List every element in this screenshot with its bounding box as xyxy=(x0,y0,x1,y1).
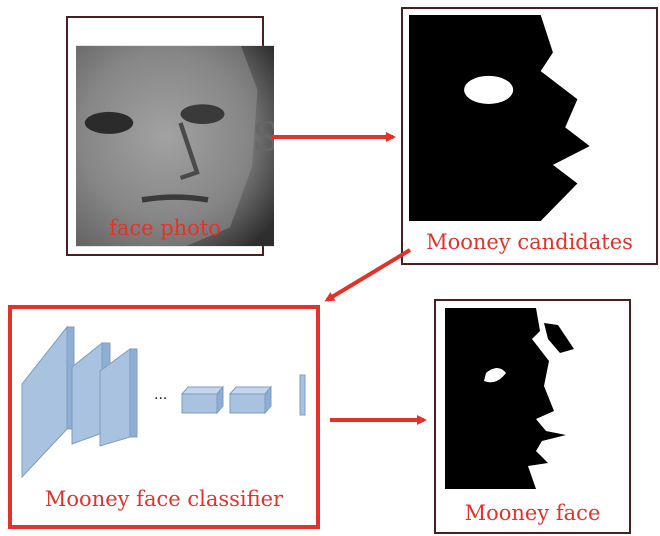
candidate-thumbnail xyxy=(409,15,654,221)
cnn-layer-3 xyxy=(99,348,138,447)
candidates-grid xyxy=(409,15,654,221)
mooney-face-classifier-label: Mooney face classifier xyxy=(44,487,284,511)
mooney-face-node: Mooney face xyxy=(434,299,631,534)
ellipsis-text: ... xyxy=(154,387,168,403)
cnn-layers-diagram xyxy=(21,325,306,479)
face-photo-node: S face photo xyxy=(66,16,274,256)
mooney-face-classifier-node: ... Mooney face classifier xyxy=(8,305,320,529)
face-photo-label: face photo xyxy=(109,216,221,240)
mooney-candidates-node: Mooney candidates xyxy=(401,7,658,265)
mooney-candidates-label: Mooney candidates xyxy=(426,230,633,254)
arrow-candidates-to-classifier xyxy=(324,248,412,302)
mooney-face-image xyxy=(445,308,574,489)
mooney-face-label: Mooney face xyxy=(464,501,601,525)
cnn-fc-2 xyxy=(228,385,273,415)
svg-text:S: S xyxy=(252,114,274,160)
face-photo-image: S xyxy=(76,45,274,247)
cnn-layer-1 xyxy=(21,325,75,479)
cnn-fc-1 xyxy=(180,385,225,415)
cnn-output xyxy=(299,374,306,416)
